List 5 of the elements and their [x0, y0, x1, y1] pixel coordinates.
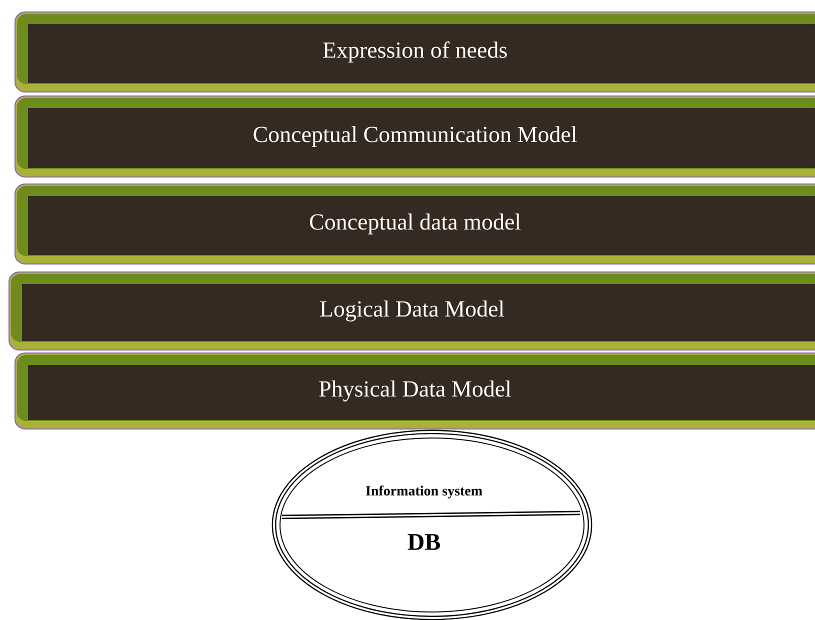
layer-bar: Expression of needs: [14, 12, 815, 92]
layer-bar: Logical Data Model: [8, 271, 815, 350]
layer-bar: Conceptual data model: [14, 184, 815, 264]
layer-bar: Physical Data Model: [14, 352, 815, 430]
layer-bar: Conceptual Communication Model: [14, 96, 815, 178]
